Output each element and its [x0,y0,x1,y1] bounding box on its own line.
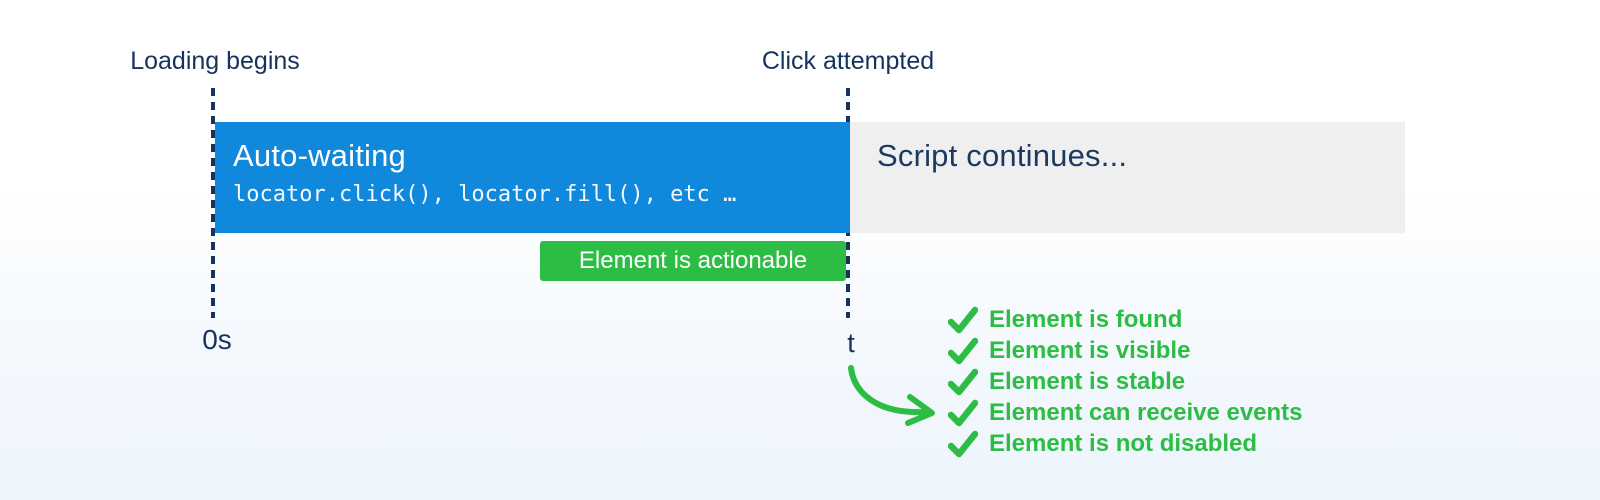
loading-begins-label: Loading begins [130,47,300,75]
element-actionable-badge: Element is actionable [540,241,846,281]
checkmark-icon [948,337,978,364]
checklist-item-label: Element can receive events [989,398,1303,426]
click-attempted-label: Click attempted [761,47,935,75]
checkmark-icon [948,368,978,395]
checkmark-icon [948,399,978,426]
checklist-item: Element is stable [948,366,1303,397]
checklist-item: Element can receive events [948,397,1303,428]
script-continues-title: Script continues... [877,138,1128,173]
checklist-item-label: Element is found [989,305,1183,333]
checkmark-icon [948,430,978,457]
timeline-start-dashed-line [211,88,215,318]
checklist-item-label: Element is stable [989,367,1186,395]
tick-label-t: t [847,328,855,358]
checklist-item-label: Element is not disabled [989,429,1258,457]
auto-waiting-bar: Auto-waiting locator.click(), locator.fi… [215,122,850,233]
script-continues-bar: Script continues... [850,122,1405,233]
checkmark-icon [948,306,978,333]
element-actionable-badge-label: Element is actionable [578,247,808,274]
auto-waiting-code-text: locator.click(), locator.fill(), etc … [233,182,737,208]
checklist-item-label: Element is visible [989,336,1191,364]
auto-waiting-title: Auto-waiting [233,138,406,173]
curved-arrow-icon [848,365,935,426]
checklist-item: Element is visible [948,335,1303,366]
tick-label-0s: 0s [202,324,232,355]
checklist-item: Element is not disabled [948,428,1303,459]
checklist-item: Element is found [948,304,1303,335]
actionability-checklist: Element is found Element is visible Elem… [948,304,1303,459]
